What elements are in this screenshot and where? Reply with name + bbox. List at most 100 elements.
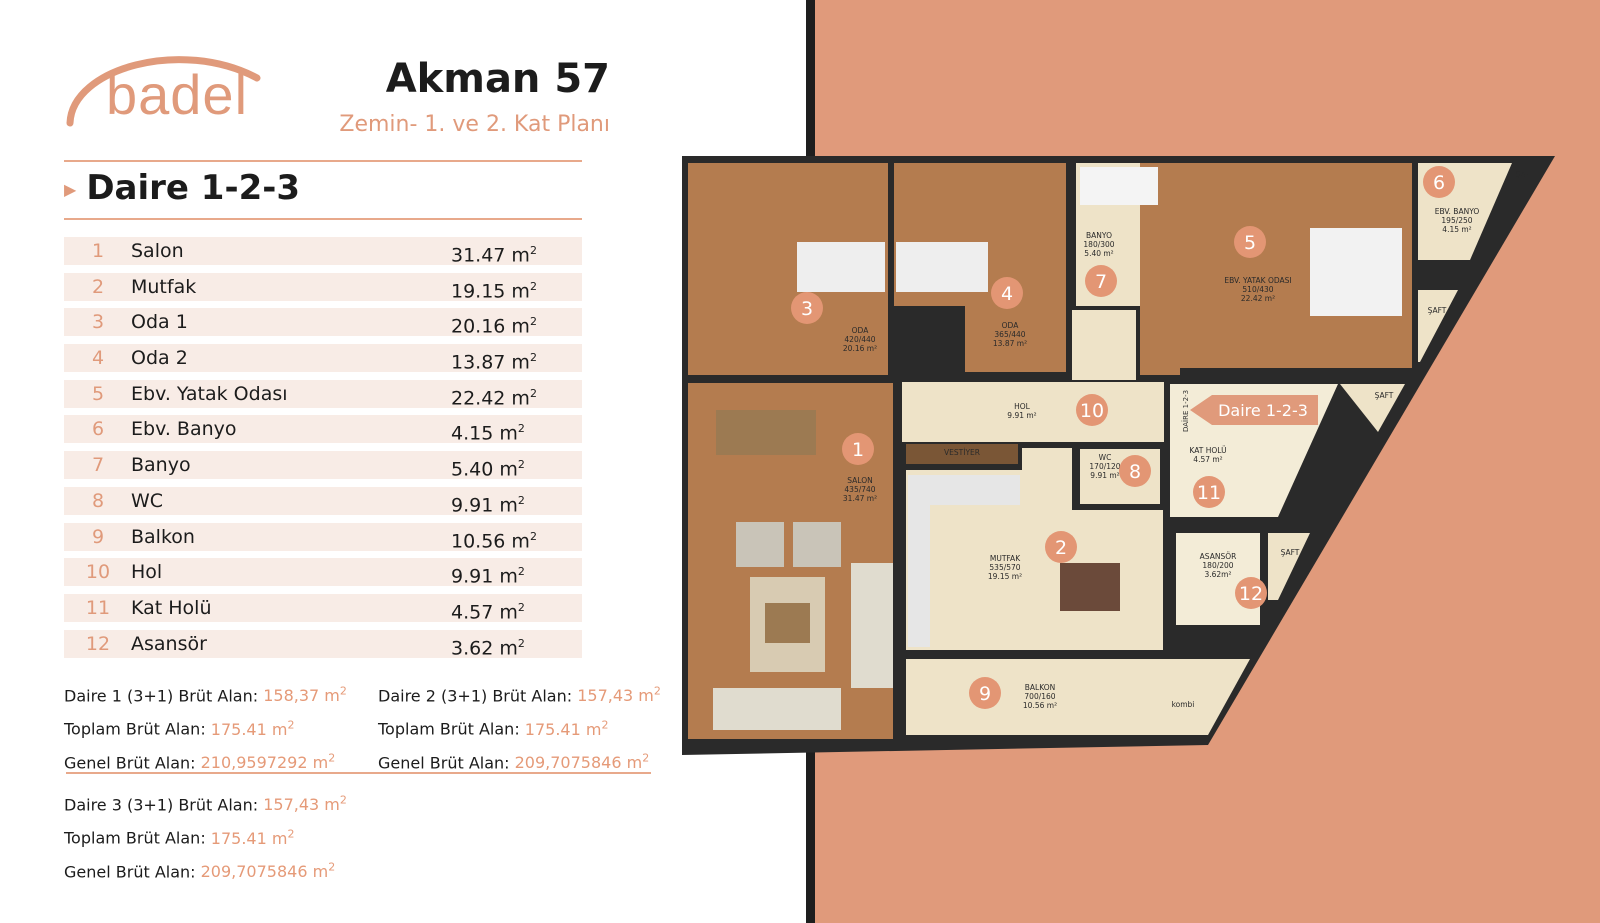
divider — [64, 218, 582, 220]
room-marker — [791, 292, 823, 324]
room-marker — [1045, 531, 1077, 563]
entrance-tag-text: Daire 1-2-3 — [1218, 401, 1308, 420]
room-name: Ebv. Banyo — [131, 418, 237, 441]
armchair — [793, 522, 841, 567]
room-area: 19.15 m2 — [451, 273, 537, 305]
room-area-value: 5.40 m — [451, 458, 518, 481]
room-ebv-yatak — [1140, 163, 1412, 375]
unit-sup: 2 — [529, 386, 537, 400]
room-area-value: 4.57 m — [451, 601, 518, 624]
room-area: 9.91 m2 — [451, 558, 525, 590]
room-marker — [1076, 394, 1108, 426]
room-area-value: 31.47 m — [451, 244, 530, 267]
summary-line: Genel Brüt Alan: 209,7075846 m2 — [378, 744, 661, 777]
room-area-value: 13.87 m — [451, 351, 530, 374]
summary-line: Genel Brüt Alan: 209,7075846 m2 — [64, 853, 347, 886]
plan-label-vestiyer: VESTİYER — [944, 448, 980, 457]
vestiyer — [906, 444, 1018, 464]
unit-sup: 2 — [339, 794, 347, 807]
room-name: Banyo — [131, 454, 191, 477]
room-area: 13.87 m2 — [451, 344, 537, 376]
room-number: 6 — [91, 418, 105, 441]
unit-sup: 2 — [339, 685, 347, 698]
unit-sup: 2 — [517, 636, 525, 650]
summary-line: Genel Brüt Alan: 210,9597292 m2 — [64, 744, 347, 777]
plan-room-label: KAT HOLÜ — [1189, 446, 1226, 455]
room-name: Hol — [131, 561, 163, 584]
plan-room-label: 170/120 — [1089, 462, 1120, 471]
plan-room-label: 5.40 m² — [1084, 249, 1113, 258]
plan-room-label: 700/160 — [1024, 692, 1055, 701]
room-marker — [1234, 226, 1266, 258]
room-number: 12 — [85, 632, 111, 655]
room-saft — [1418, 290, 1458, 362]
summary-label: Genel Brüt Alan: — [378, 752, 515, 772]
kitchen-counter — [930, 475, 1020, 505]
unit-sup: 2 — [529, 315, 537, 329]
room-area-value: 10.56 m — [451, 529, 530, 552]
room-name: Mutfak — [131, 275, 197, 298]
room-number: 7 — [91, 454, 105, 477]
plan-label-saft: ŞAFT — [1428, 306, 1447, 315]
logo-text: badel — [106, 63, 249, 126]
plan-room-label: 9.91 m² — [1090, 471, 1119, 480]
room-marker-number: 8 — [1129, 461, 1141, 483]
room-name: Balkon — [131, 525, 195, 548]
summary-label: Genel Brüt Alan: — [64, 861, 201, 881]
divider — [64, 160, 582, 162]
sofa — [713, 688, 841, 730]
room-number: 3 — [91, 311, 105, 334]
summary-value-text: 175.41 m — [210, 719, 288, 739]
plan-label-saft: ŞAFT — [1516, 170, 1535, 179]
room-area: 9.91 m2 — [451, 487, 525, 519]
room-area-value: 22.42 m — [451, 387, 530, 410]
bed — [797, 242, 885, 292]
unit-sup: 2 — [653, 685, 661, 698]
room-name: Asansör — [131, 632, 207, 655]
room-marker-number: 9 — [979, 683, 991, 705]
room-number: 10 — [85, 561, 111, 584]
summary-line: Daire 1 (3+1) Brüt Alan: 158,37 m2 — [64, 677, 347, 710]
summary-line: Daire 2 (3+1) Brüt Alan: 157,43 m2 — [378, 677, 661, 710]
room-row: 8 WC 9.91 m2 — [64, 486, 582, 516]
room-number: 5 — [91, 382, 105, 405]
plan-room-label: ASANSÖR — [1200, 552, 1237, 561]
room-name: Ebv. Yatak Odası — [131, 382, 288, 405]
entrance-tag — [1190, 395, 1318, 425]
summary-value-text: 209,7075846 m — [200, 861, 329, 881]
plan-room-label: 31.47 m² — [843, 494, 877, 503]
summary-value: 175.41 m2 — [525, 718, 609, 738]
room-number: 1 — [91, 240, 105, 262]
room-marker — [969, 677, 1001, 709]
summary-value: 210,9597292 m2 — [201, 752, 336, 772]
room-area: 4.57 m2 — [451, 594, 525, 626]
summary-value-text: 158,37 m — [263, 686, 340, 706]
unit-sup: 2 — [287, 718, 295, 732]
plan-label-saft: ŞAFT — [1375, 391, 1394, 400]
plan-room-label: 20.16 m² — [843, 344, 877, 353]
room-marker-number: 11 — [1197, 482, 1221, 504]
plan-room-label: 195/250 — [1441, 216, 1472, 225]
plan-room-label: SALON — [847, 476, 872, 485]
room-number: 9 — [91, 525, 105, 548]
room-marker-number: 5 — [1244, 232, 1256, 254]
summary-value-text: 157,43 m — [263, 795, 340, 815]
room-number: 2 — [91, 275, 105, 298]
room-marker-number: 1 — [852, 439, 864, 461]
page-title: Akman 57 — [385, 56, 610, 102]
logo-arc-icon — [66, 56, 261, 127]
summary-value-text: 209,7075846 m — [514, 752, 643, 772]
room-number: 8 — [91, 489, 105, 512]
summary-label: Toplam Brüt Alan: — [64, 828, 211, 848]
unit-sup: 2 — [529, 529, 537, 543]
unit-sup: 2 — [287, 827, 295, 841]
room-name: WC — [131, 489, 164, 512]
plan-room-label: EBV. BANYO — [1435, 207, 1480, 216]
